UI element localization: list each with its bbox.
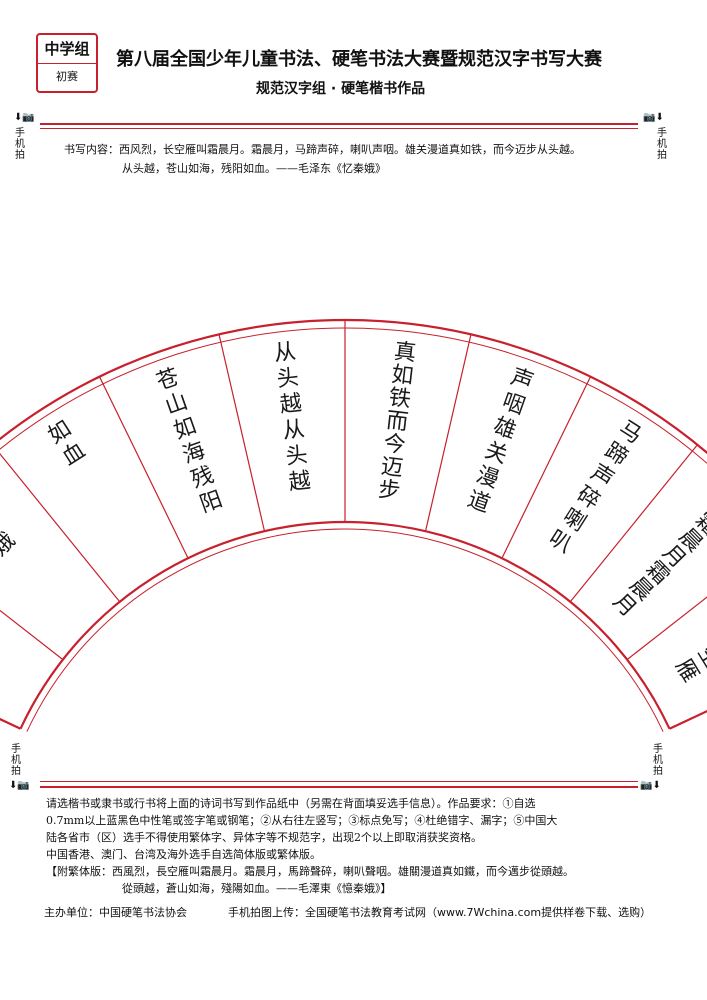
fan-divider: [668, 709, 707, 730]
camera-icon: 📷: [22, 112, 35, 123]
arrow-icon: ⬇: [14, 112, 23, 123]
fan-divider: [501, 376, 592, 559]
camera-icon: 📷: [17, 780, 30, 791]
bottom-rule: [40, 786, 638, 788]
handwritten-char: 头: [284, 443, 309, 470]
arrow-icon: ⬇: [652, 780, 661, 791]
requirements-line-6: 從頭越，蒼山如海，殘陽如血。——毛澤東《憶秦娥》】: [122, 882, 392, 895]
side-label-top-right: 手机拍: [657, 128, 667, 161]
fan-divider: [218, 334, 266, 532]
handwritten-char: 头: [276, 365, 301, 392]
badge-stage: 初赛: [56, 70, 78, 83]
upload-info: 手机拍图上传：全国硬笔书法教育考试网（www.7Wchina.com提供样卷下载…: [228, 906, 652, 919]
writing-content: 书写内容：西风烈，长空雁叫霜晨月。霜晨月，马蹄声碎，喇叭声咽。雄关漫道真如铁，而…: [64, 140, 644, 178]
fan-divider: [569, 444, 698, 603]
fan-divider: [0, 717, 22, 730]
camera-mark-top-left: ⬇📷: [14, 112, 35, 123]
camera-icon: 📷: [643, 112, 656, 123]
handwritten-char: 真: [393, 339, 418, 366]
handwritten-char: 娥: [0, 528, 20, 561]
side-label-bottom-right: 手机拍: [653, 744, 663, 777]
fan-divider: [98, 376, 189, 559]
fan-divider: [0, 453, 121, 603]
handwritten-char: 今: [382, 431, 407, 458]
arrow-icon: ⬇: [9, 780, 18, 791]
handwritten-char: 如: [390, 362, 415, 389]
group-badge: 中学组 初赛: [36, 33, 98, 93]
requirements-line-5: 【附繁体版：西風烈，長空雁叫霜晨月。霜晨月，馬蹄聲碎，喇叭聲咽。雄關漫道真如鐵，…: [46, 865, 574, 878]
fan-divider: [0, 609, 64, 661]
fan-inner-arc-inner: [26, 528, 664, 732]
fan-column: 叫霜晨月霜晨月: [608, 492, 707, 623]
handwritten-char: 越: [287, 468, 312, 495]
badge-group: 中学组: [38, 35, 96, 64]
camera-mark-bottom-right: 📷⬇: [640, 780, 661, 791]
fan-divider: [424, 334, 472, 532]
content-line-2: 从头越，苍山如海，残阳如血。——毛泽东《忆秦娥》: [122, 162, 386, 175]
requirements-line-1: 请选楷书或隶书或行书将上面的诗词书写到作品纸中（另需在背面填妥选手信息）。作品要…: [46, 797, 536, 810]
side-label-bottom-left: 手机拍: [11, 744, 21, 777]
top-rule: [40, 123, 638, 125]
requirements: 请选楷书或隶书或行书将上面的诗词书写到作品纸中（另需在背面填妥选手信息）。作品要…: [46, 795, 646, 897]
handwritten-char: 铁: [387, 385, 412, 412]
handwritten-char: 越: [278, 391, 303, 418]
organizer: 主办单位：中国硬笔书法协会: [44, 906, 187, 919]
top-rule-thin: [40, 128, 638, 129]
handwritten-char: 而: [385, 408, 410, 435]
requirements-line-4: 中国香港、澳门、台湾及海外选手自选简体版或繁体版。: [46, 848, 321, 861]
bottom-rule-thin: [40, 781, 638, 782]
fan-column: 忆秦娥: [0, 510, 20, 561]
camera-mark-bottom-left: ⬇📷: [9, 780, 30, 791]
side-label-top-left: 手机拍: [15, 128, 25, 161]
handwritten-char: 步: [377, 477, 402, 504]
fan-column: 如血: [44, 416, 90, 471]
handwritten-char: 从: [273, 339, 298, 366]
page-subtitle: 规范汉字组 · 硬笔楷书作品: [256, 81, 426, 97]
arrow-icon: ⬇: [655, 112, 664, 123]
content-line-1: 西风烈，长空雁叫霜晨月。霜晨月，马蹄声碎，喇叭声咽。雄关漫道真如铁，而今迈步从头…: [119, 143, 581, 156]
camera-mark-top-right: 📷⬇: [643, 112, 664, 123]
handwritten-char: 从: [281, 417, 306, 444]
camera-icon: 📷: [640, 780, 653, 791]
requirements-line-3: 陆各省市（区）选手不得使用繁体字、异体字等不规范字，出现2个以上即取消获奖资格。: [46, 831, 482, 844]
handwritten-char: 迈: [380, 454, 405, 481]
content-label: 书写内容：: [64, 143, 119, 156]
fan-inner-arc: [19, 520, 671, 730]
page-title: 第八届全国少年儿童书法、硬笔书法大赛暨规范汉字书写大赛: [116, 49, 602, 70]
requirements-line-2: 0.7mm以上蓝黑色中性笔或签字笔或钢笔；②从右往左竖写；③标点免写；④杜绝错字…: [46, 814, 558, 827]
